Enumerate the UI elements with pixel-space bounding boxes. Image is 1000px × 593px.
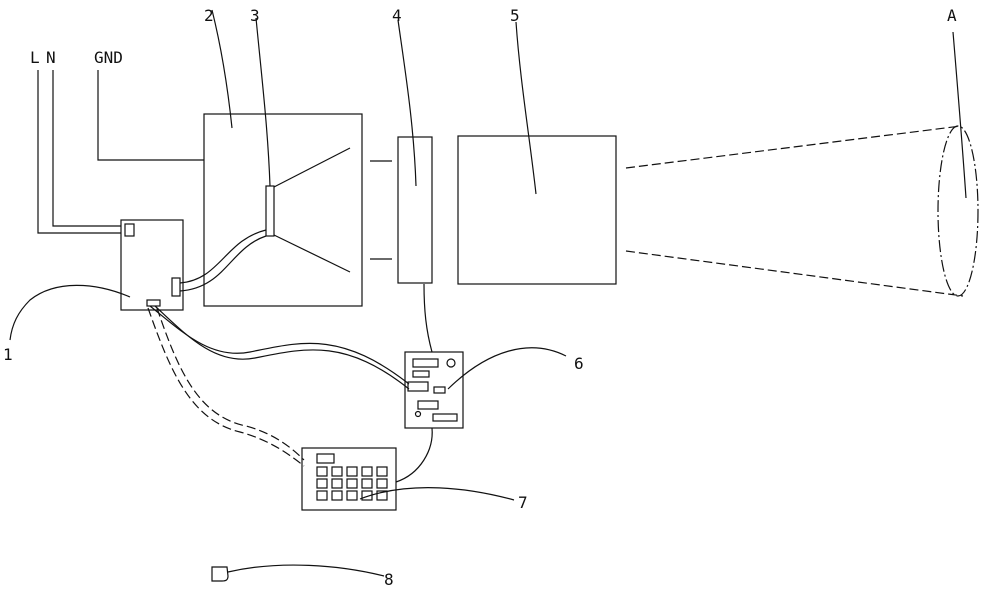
component-1-connector-right (171, 277, 181, 297)
leader-2 (211, 9, 233, 129)
label-n: N (46, 48, 56, 67)
label-2: 2 (204, 6, 214, 25)
keypad-key (346, 490, 358, 501)
cable-1-to-3-a (179, 229, 267, 284)
label-a: A (947, 6, 957, 25)
keypad-key (361, 466, 373, 477)
leader-6 (447, 347, 567, 390)
keypad-key (331, 478, 343, 489)
wire-6-to-7 (395, 427, 433, 483)
component-6-hole-1 (446, 358, 456, 368)
cable-1-to-7-b (156, 307, 305, 461)
component-7-keys (316, 466, 388, 501)
component-7-display (316, 453, 335, 464)
keypad-key (331, 490, 343, 501)
leader-3 (255, 17, 271, 187)
component-5-block (457, 135, 617, 285)
component-6-connector (407, 381, 429, 392)
cable-1-to-7-a (147, 307, 305, 467)
keypad-key (346, 466, 358, 477)
keypad-key (331, 466, 343, 477)
keypad-key (316, 466, 328, 477)
component-6-chip-5 (432, 413, 458, 422)
target-area-a (937, 125, 979, 297)
cable-1-to-6-b (154, 305, 410, 390)
keypad-key (316, 490, 328, 501)
label-4: 4 (392, 6, 402, 25)
component-6-chip-3 (433, 386, 446, 394)
keypad-key (361, 478, 373, 489)
leader-4 (397, 19, 417, 187)
leader-7 (359, 487, 515, 501)
component-6-chip-1 (412, 358, 439, 368)
leader-5 (515, 21, 537, 195)
label-3: 3 (250, 6, 260, 25)
keypad-key (376, 466, 388, 477)
wire-n (52, 70, 124, 227)
component-3-lower-arm (273, 234, 351, 273)
label-l: L (30, 48, 40, 67)
component-2-housing (203, 113, 363, 307)
component-3-upper-arm (273, 147, 351, 188)
component-8-device (211, 566, 229, 582)
projection-upper-edge (625, 125, 962, 169)
leader-8 (227, 564, 385, 577)
component-1-connector-top (124, 223, 135, 237)
cable-1-to-3-b (179, 235, 267, 292)
component-6-chip-4 (417, 400, 439, 410)
component-6-hole-2 (414, 410, 422, 418)
label-1: 1 (3, 345, 13, 364)
leader-1 (9, 284, 131, 341)
component-3-element (265, 185, 275, 237)
cable-1-to-6-a (149, 305, 410, 385)
wire-l (37, 70, 124, 234)
keypad-key (316, 478, 328, 489)
label-5: 5 (510, 6, 520, 25)
component-6-chip-2 (412, 370, 430, 378)
component-1-connector-bottom (146, 299, 161, 307)
leader-a (952, 31, 967, 199)
label-7: 7 (518, 493, 528, 512)
wire-4-to-6 (423, 283, 433, 353)
wire-gnd (97, 70, 222, 161)
projection-lower-edge (625, 250, 964, 297)
label-gnd: GND (94, 48, 123, 67)
keypad-key (346, 478, 358, 489)
label-8: 8 (384, 570, 394, 589)
keypad-key (376, 490, 388, 501)
keypad-key (376, 478, 388, 489)
label-6: 6 (574, 354, 584, 373)
